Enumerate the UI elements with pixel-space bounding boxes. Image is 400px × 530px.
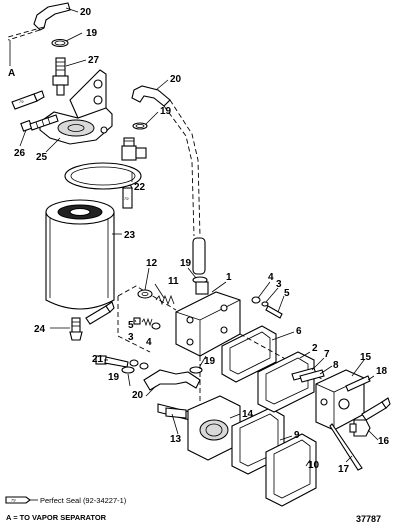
callout-13: 13 [170, 434, 182, 445]
cover-gasket [257, 351, 315, 413]
callout-20b: 20 [170, 74, 182, 85]
mounting-bolt [20, 114, 59, 132]
sealant-legend-icon [5, 496, 31, 504]
callout-19d: 19 [108, 372, 120, 383]
hose-clamp-middle [132, 122, 148, 130]
pump-washers [129, 359, 149, 370]
filter-base-bracket [39, 69, 113, 145]
water-separating-fuel-filter [45, 199, 115, 310]
elbow-fitting [121, 137, 147, 161]
hose-clamp-lower-1 [121, 366, 135, 374]
figure-number: 37787 [356, 514, 381, 524]
callout-11: 11 [168, 276, 179, 287]
sealant-tube-lower [85, 301, 115, 325]
callout-16: 16 [378, 436, 390, 447]
callout-25: 25 [36, 152, 48, 163]
sealant-tube-right [361, 397, 391, 421]
drain-plug [69, 317, 83, 341]
housing-bolt-17 [329, 423, 363, 471]
svg-text:79: 79 [19, 99, 24, 104]
footnote: A = TO VAPOR SEPARATOR [6, 513, 107, 522]
check-valve-assembly-left [133, 317, 161, 330]
callout-20a: 20 [80, 7, 92, 18]
fuel-hose-top [7, 2, 71, 41]
callout-5a: 5 [284, 288, 290, 299]
callout-18: 18 [376, 366, 388, 377]
callout-9: 9 [294, 430, 300, 441]
check-valve-assembly-right [251, 296, 283, 319]
callout-4b: 4 [146, 337, 152, 348]
callout-8: 8 [333, 360, 339, 371]
fuel-hose-middle [131, 85, 201, 237]
cover-screw-8 [299, 369, 325, 383]
callout-22: 22 [134, 182, 146, 193]
callout-26: 26 [14, 148, 26, 159]
callout-23: 23 [124, 230, 136, 241]
sealant-tube-left: 79 [11, 90, 45, 110]
svg-text:79: 79 [11, 498, 16, 503]
callout-21: 21 [92, 354, 104, 365]
check-valve-spring [155, 294, 175, 306]
callout-5b: 5 [128, 320, 134, 331]
leader-lines [19, 7, 379, 467]
callout-15: 15 [360, 352, 372, 363]
callout-1: 1 [226, 272, 232, 283]
callout-20c: 20 [132, 390, 144, 401]
housing-elbow-fitting [349, 419, 371, 437]
hose-stub-pump [192, 237, 206, 275]
callout-17: 17 [338, 464, 350, 475]
callout-19b: 19 [160, 106, 172, 117]
pump-gasket [221, 325, 277, 383]
callout-labels: 20 19 27 20 19 26 25 22 23 24 12 11 19 1… [14, 7, 390, 475]
legend-text: Perfect Seal (92-34227-1) [40, 496, 127, 505]
callout-14: 14 [242, 409, 254, 420]
callout-19a: 19 [86, 28, 98, 39]
callout-19e: 19 [204, 356, 216, 367]
callout-7: 7 [324, 349, 330, 360]
inlet-fitting [52, 57, 69, 96]
callout-27: 27 [88, 55, 100, 66]
callout-10: 10 [308, 460, 320, 471]
callout-4a: 4 [268, 272, 274, 283]
hose-clamp-lower-2 [189, 366, 203, 374]
callout-19c: 19 [180, 258, 192, 269]
check-valve-washer [137, 289, 153, 299]
pump-screw [95, 355, 129, 368]
callout-2: 2 [312, 343, 318, 354]
callout-3a: 3 [276, 279, 282, 290]
fuel-hose-lower [143, 369, 201, 391]
filter-gasket-ring [64, 162, 142, 190]
svg-text:79: 79 [124, 196, 129, 201]
callout-12: 12 [146, 258, 158, 269]
fuel-pump-body [175, 281, 241, 357]
block-gasket [265, 433, 317, 507]
housing-bolt-18 [345, 375, 371, 392]
legend: 79 Perfect Seal (92-34227-1) [5, 496, 127, 505]
callout-24: 24 [34, 324, 46, 335]
callout-6: 6 [296, 326, 302, 337]
hose-clamp-top [51, 38, 69, 48]
reference-marker-a: A [8, 68, 15, 79]
callout-3b: 3 [128, 332, 134, 343]
